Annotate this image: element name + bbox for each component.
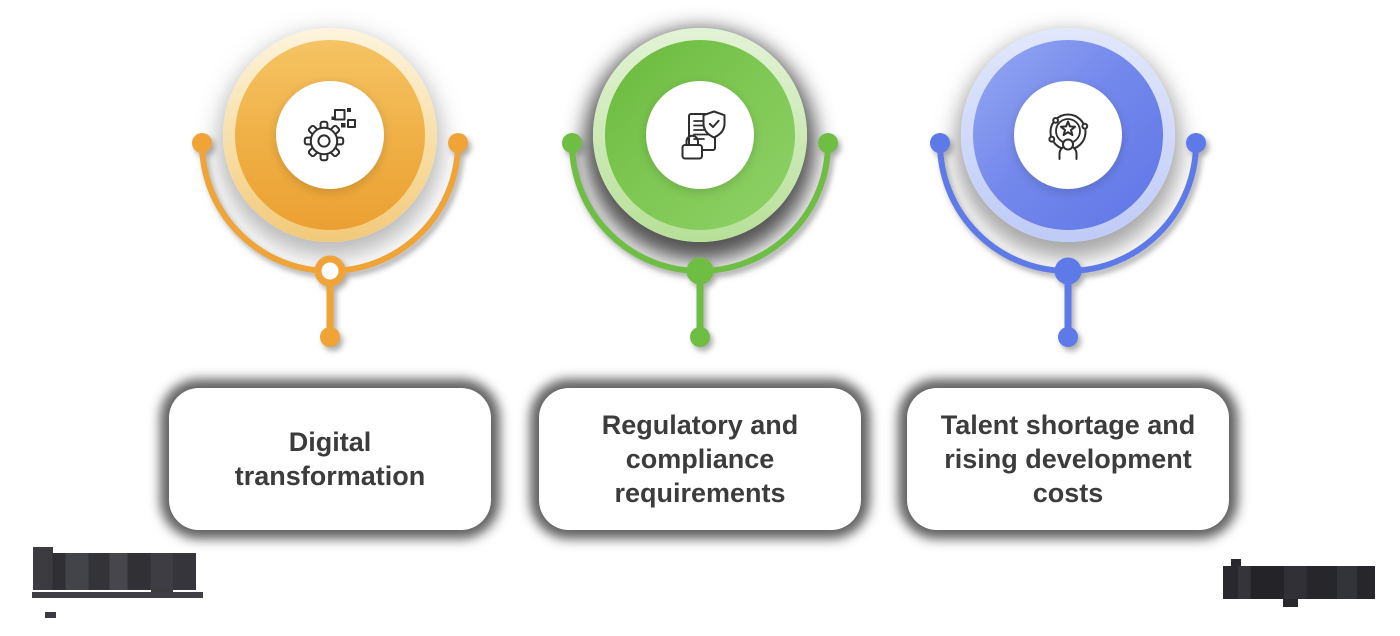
- label-text: Digital transformation: [234, 427, 426, 491]
- gear-with-pixels-icon: [303, 108, 356, 162]
- item-digital-transformation: Digital transformation: [160, 0, 500, 636]
- document-shield-lock-icon: [681, 110, 726, 160]
- label-card: Regulatory and compliance requirements: [539, 388, 861, 530]
- redacted-logo-divider: [32, 592, 203, 598]
- arc-end-dot: [448, 133, 468, 153]
- connector-arc: [562, 133, 838, 347]
- redacted-watermark: [1223, 559, 1375, 607]
- junction-dot: [686, 257, 714, 285]
- person-star-orbit-icon: [1048, 113, 1089, 160]
- icon-badge: [646, 81, 754, 189]
- stem-end-dot: [320, 327, 340, 347]
- connector-arc: [930, 133, 1206, 347]
- icon-badge: [1014, 81, 1122, 189]
- junction-dot: [1054, 257, 1082, 285]
- arc-end-dot: [818, 133, 838, 153]
- redacted-logo-tagline: [32, 600, 208, 618]
- label-text: Regulatory and compliance requirements: [601, 410, 799, 508]
- arc-end-dot: [192, 133, 212, 153]
- redacted-logo-wordmark: [33, 547, 196, 598]
- junction-ring-dot: [314, 255, 346, 287]
- label-card: Digital transformation: [169, 388, 491, 530]
- stem-end-dot: [1058, 327, 1078, 347]
- stem-end-dot: [690, 327, 710, 347]
- connector-arc: [192, 133, 468, 347]
- item-regulatory-compliance: Regulatory and compliance requirements: [530, 0, 870, 636]
- icon-badge: [276, 81, 384, 189]
- arc-end-dot: [930, 133, 950, 153]
- label-card: Talent shortage and rising development c…: [907, 388, 1229, 530]
- arc-end-dot: [562, 133, 582, 153]
- item-talent-shortage: Talent shortage and rising development c…: [898, 0, 1238, 636]
- label-text: Talent shortage and rising development c…: [940, 410, 1196, 508]
- arc-end-dot: [1186, 133, 1206, 153]
